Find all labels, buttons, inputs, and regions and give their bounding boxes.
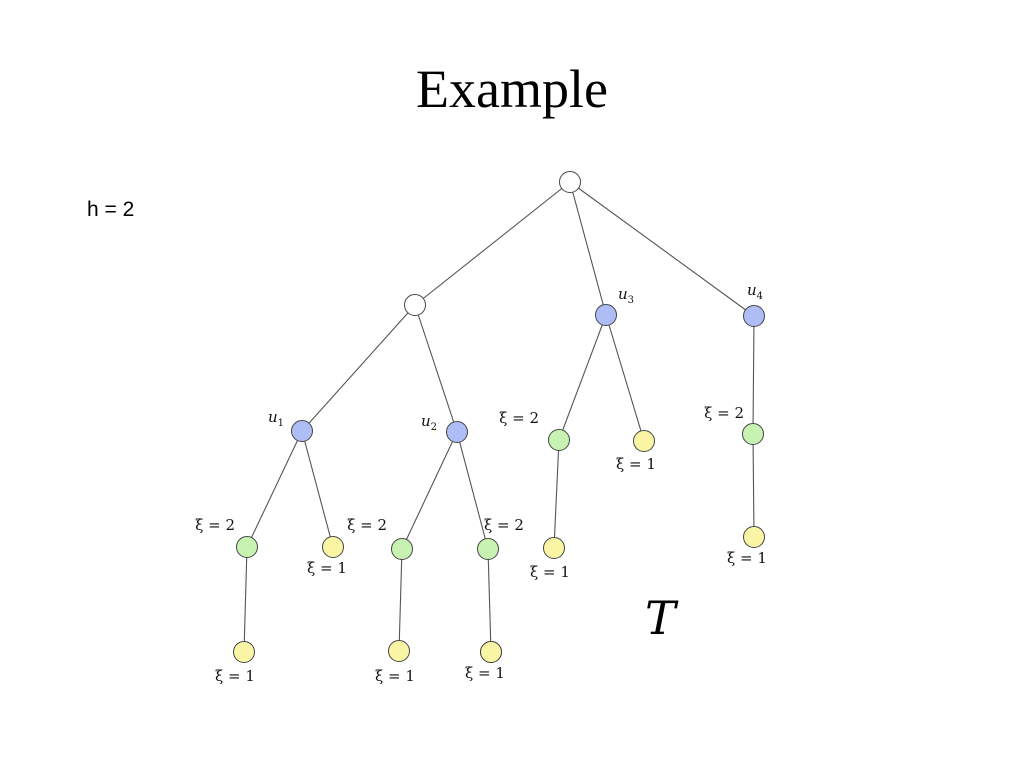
node-u4 — [743, 305, 765, 327]
edge-u1-y1 — [301, 430, 334, 548]
edge-a-u1 — [301, 304, 416, 432]
edges-layer — [243, 181, 755, 653]
node-label-g5: ξ = 2 — [704, 404, 744, 422]
nodes-layer — [233, 171, 765, 663]
node-label-u4: u4 — [747, 281, 763, 302]
node-label-u3: u3 — [618, 285, 634, 306]
edge-u3-y2 — [605, 314, 645, 442]
edge-u2-g3 — [456, 431, 489, 550]
node-u3 — [595, 304, 617, 326]
height-note: h = 2 — [87, 198, 135, 221]
node-y2 — [633, 430, 655, 452]
node-label-y1: ξ = 1 — [307, 559, 347, 577]
node-y6 — [388, 640, 410, 662]
node-label-y6: ξ = 1 — [375, 667, 415, 685]
node-g5 — [742, 423, 764, 445]
node-u2 — [446, 421, 468, 443]
node-label-y7: ξ = 1 — [465, 664, 505, 682]
edge-g1-y5 — [243, 546, 248, 653]
node-g3 — [477, 538, 499, 560]
edge-a-u2 — [414, 304, 458, 433]
node-u1 — [291, 420, 313, 442]
node-label-y5: ξ = 1 — [215, 667, 255, 685]
edge-u1-g1 — [246, 430, 303, 548]
node-label-y2: ξ = 1 — [616, 455, 656, 473]
tree-label: T — [645, 591, 679, 645]
node-g1 — [236, 536, 258, 558]
edge-root-u4 — [569, 181, 755, 317]
node-label-g4: ξ = 2 — [499, 409, 539, 427]
edge-g5-y4 — [752, 433, 755, 538]
node-a — [404, 294, 426, 316]
node-y3 — [543, 537, 565, 559]
edge-u2-g2 — [401, 431, 458, 550]
node-root — [559, 171, 581, 193]
node-y8 — [480, 641, 502, 663]
node-label-y4: ξ = 1 — [727, 549, 767, 567]
edge-u3-g4 — [558, 314, 607, 441]
node-y5 — [233, 641, 255, 663]
node-g4 — [548, 429, 570, 451]
edge-root-a — [414, 181, 571, 306]
edge-u4-g5 — [752, 315, 755, 435]
node-label-g3: ξ = 2 — [484, 516, 524, 534]
node-label-u2: u2 — [421, 412, 437, 433]
node-g2 — [391, 538, 413, 560]
labels-layer: u3 u4 u1 u2 ξ = 2 ξ = 1 ξ = 2 ξ = 2 ξ = 2 ξ = 1 ξ … — [195, 281, 767, 685]
slide-title: Example — [416, 59, 608, 119]
node-y4 — [743, 526, 765, 548]
node-label-u1: u1 — [268, 408, 284, 429]
node-label-y3: ξ = 1 — [530, 563, 570, 581]
edge-g2-y6 — [398, 548, 403, 652]
edge-g4-y3 — [553, 439, 560, 549]
edge-g3-y7 — [487, 548, 492, 653]
edge-root-u3 — [569, 181, 607, 316]
node-label-g1: ξ = 2 — [195, 516, 235, 534]
node-label-g2: ξ = 2 — [347, 516, 387, 534]
node-y1 — [322, 536, 344, 558]
